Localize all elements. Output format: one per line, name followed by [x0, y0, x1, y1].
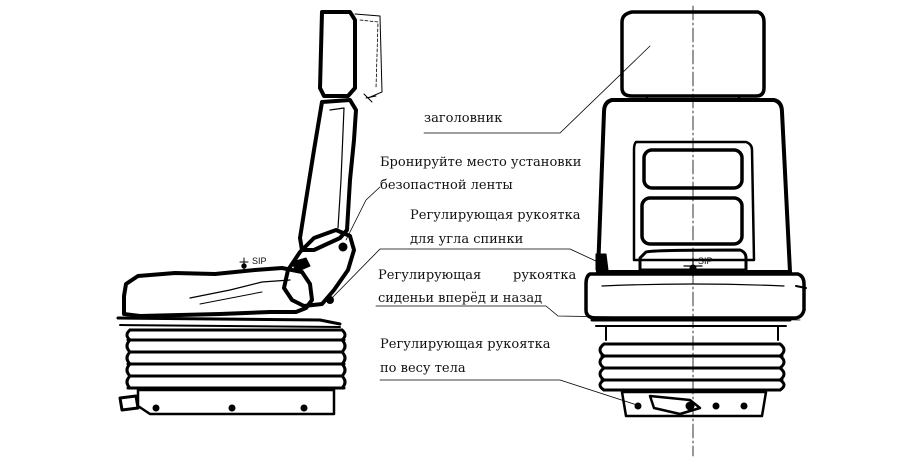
label-forward-back-line1b: рукоятка — [513, 268, 577, 283]
label-weight-line2: по весу тела — [380, 361, 466, 376]
label-back-angle-line2: для угла спинки — [410, 232, 524, 247]
side-headrest — [318, 10, 357, 98]
front-weight-knob — [648, 394, 702, 416]
front-headrest — [620, 10, 766, 98]
back-panel-middle — [640, 196, 744, 246]
side-seat-cushion — [122, 266, 314, 318]
side-view — [116, 10, 383, 416]
label-forward-back-line1a: Регулирующая — [378, 268, 482, 283]
front-view — [584, 5, 807, 457]
label-headrest: заголовник — [424, 111, 503, 126]
label-forward-back-line2: сиденьи вперёд и назад — [378, 291, 543, 306]
side-recline-mechanism — [282, 228, 356, 308]
front-recline-knob — [595, 253, 609, 271]
weight-knob-side — [118, 394, 140, 412]
label-back-angle-line1: Регулирующая рукоятка — [410, 208, 581, 223]
back-panel-upper — [642, 148, 744, 190]
front-backrest — [596, 98, 792, 274]
front-base — [620, 390, 768, 418]
sip-label-front: SIP — [698, 256, 713, 266]
leader-lines — [329, 45, 801, 407]
side-suspension-bellows — [125, 328, 347, 390]
sip-label-side: SIP — [252, 256, 267, 266]
front-suspension-bellows — [598, 342, 786, 392]
label-belt-line1: Бронируйте место установки — [380, 155, 582, 170]
side-backrest — [298, 98, 358, 252]
label-belt-line2: безопастной ленты — [380, 178, 513, 193]
label-weight-line1: Регулирующая рукоятка — [380, 337, 551, 352]
front-seat-cushion — [584, 272, 806, 320]
recline-knob — [338, 242, 348, 252]
